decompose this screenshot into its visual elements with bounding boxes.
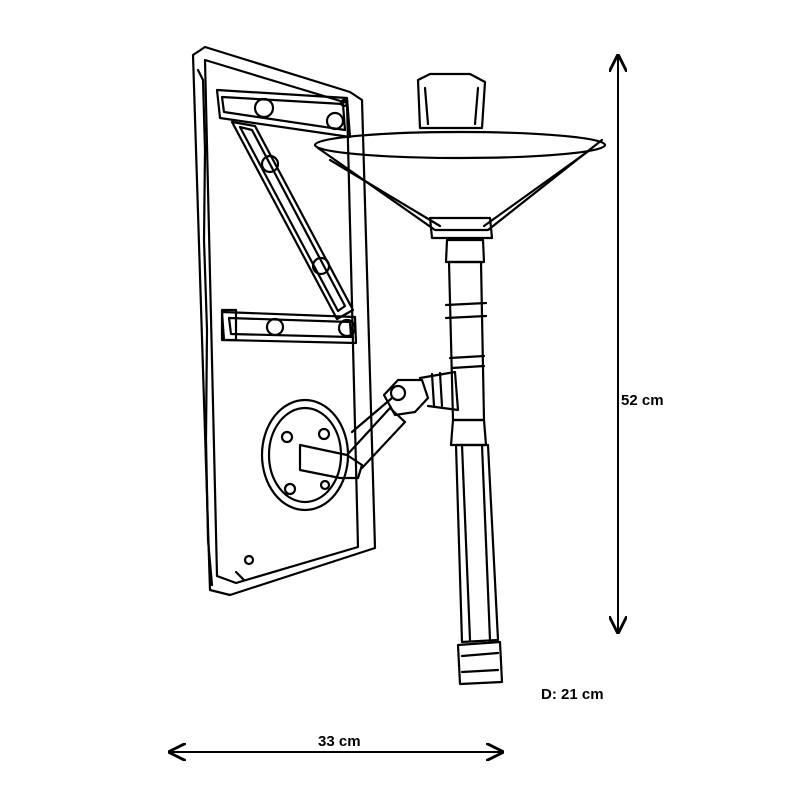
depth-dimension-label: D: 21 cm: [541, 686, 604, 703]
width-dimension-label: 33 cm: [318, 733, 361, 750]
wall-flange: [260, 398, 350, 512]
height-dimension-label: 52 cm: [621, 392, 664, 409]
diagonal-brace: [230, 120, 355, 321]
bottom-cap: [456, 640, 504, 686]
pipe-arm: [298, 370, 460, 480]
top-bulb: [416, 72, 487, 130]
lampshade: [313, 130, 607, 240]
vertical-pipe: [444, 238, 500, 644]
middle-bracket: [220, 308, 358, 345]
